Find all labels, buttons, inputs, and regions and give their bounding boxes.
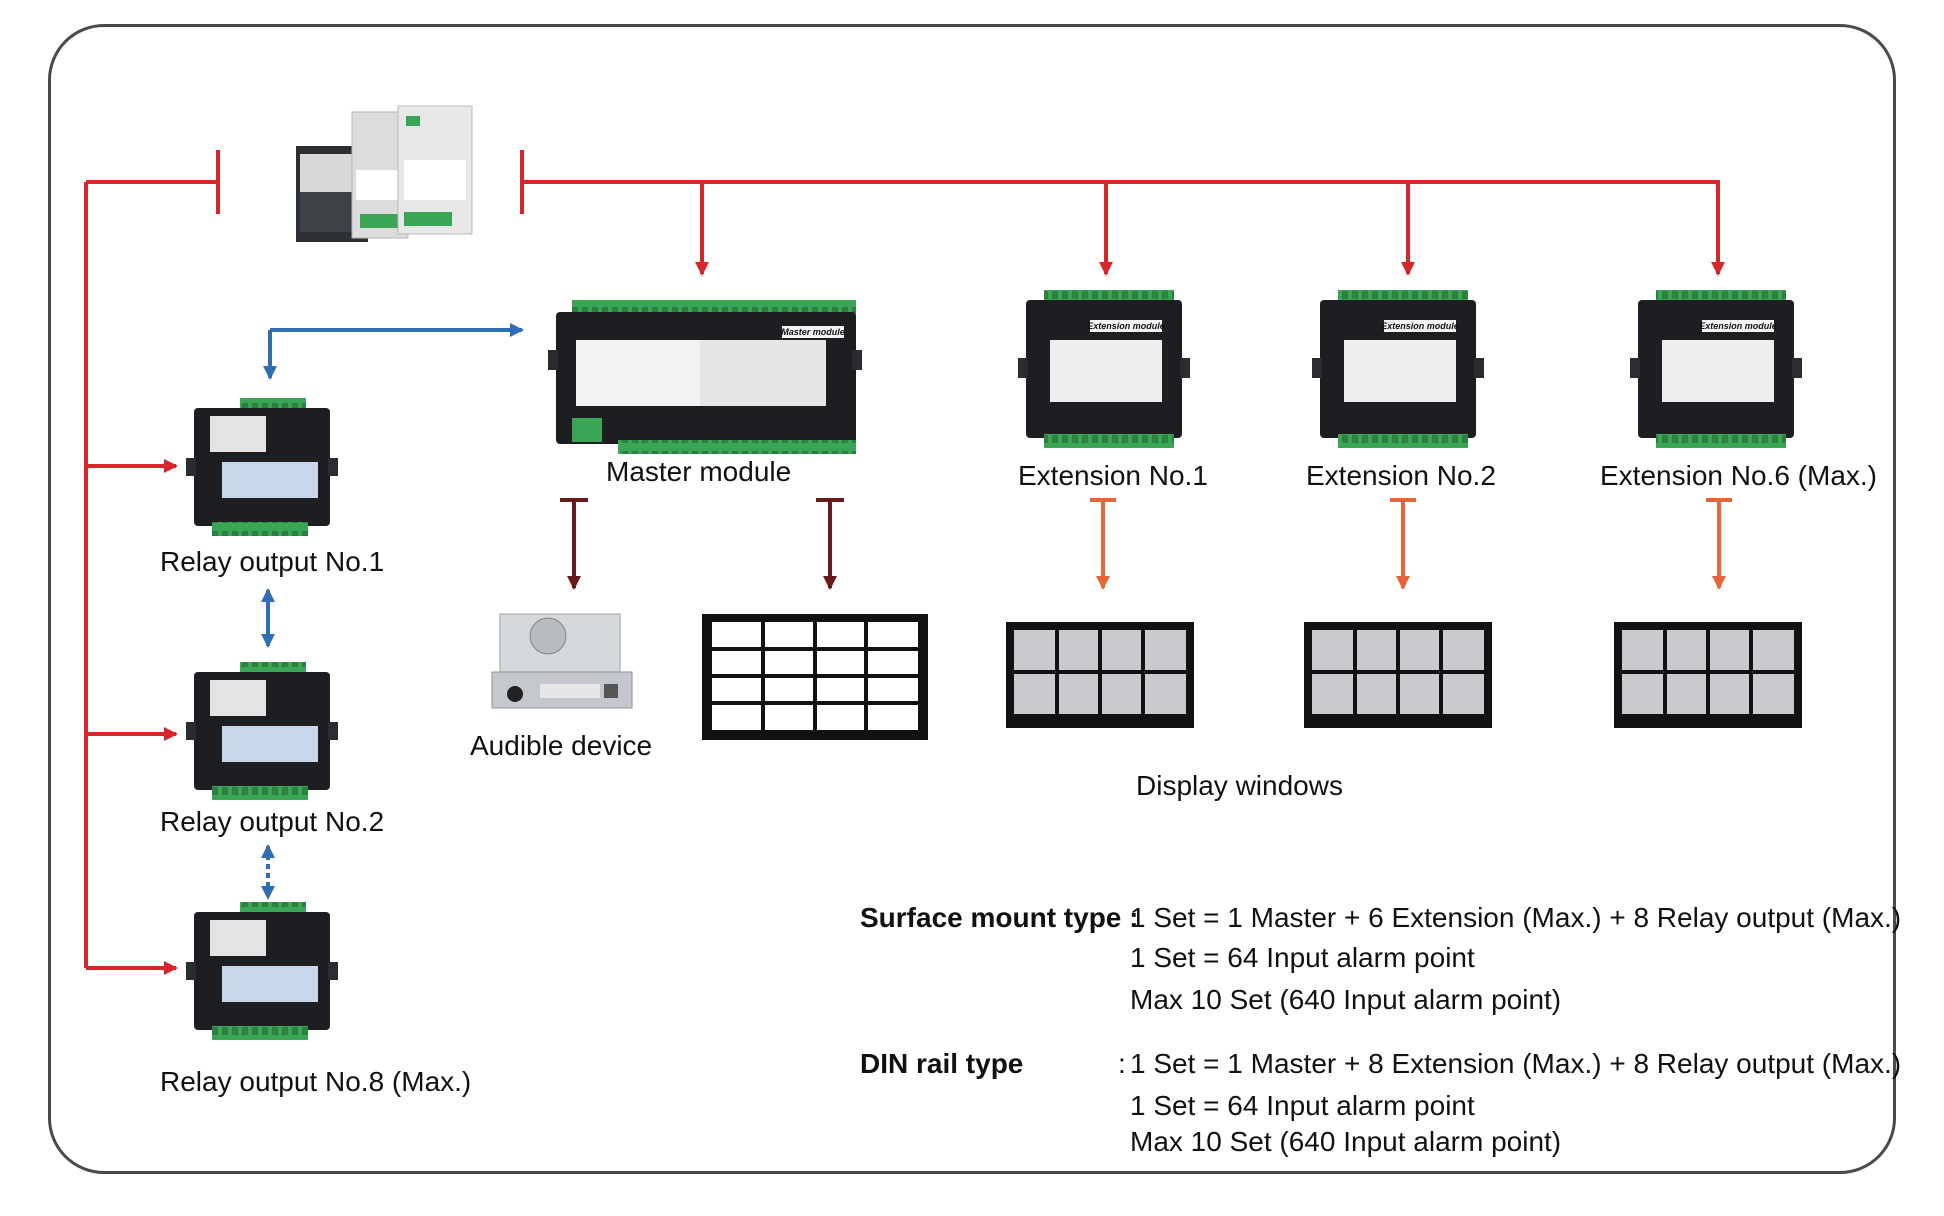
power-supply-units [296, 105, 473, 242]
relay-output-1-label: Relay output No.1 [160, 546, 385, 577]
extension-1-display-window [1006, 622, 1194, 728]
master-output-wiring [560, 498, 844, 590]
extension-output-wiring [1090, 498, 1732, 590]
din-rail-line-1: 1 Set = 1 Master + 8 Extension (Max.) + … [1130, 1048, 1902, 1079]
master-display-window [702, 614, 928, 740]
master-module-label: Master module [606, 456, 792, 487]
extension-2-tag: Extension module [1381, 321, 1459, 331]
master-module-device: Master module [548, 300, 862, 454]
din-rail-title: DIN rail type [860, 1048, 1024, 1079]
extension-6-display-window [1614, 622, 1802, 728]
extension-1-label: Extension No.1 [1018, 460, 1208, 491]
surface-mount-line-1: 1 Set = 1 Master + 6 Extension (Max.) + … [1130, 902, 1902, 933]
extension-module-1-device: Extension module [1018, 290, 1190, 448]
relay-output-8-label: Relay output No.8 (Max.) [160, 1066, 472, 1097]
extension-2-display-window [1304, 622, 1492, 728]
relay-module-1-device [186, 398, 338, 536]
extension-1-tag: Extension module [1087, 321, 1165, 331]
comm-wiring [261, 323, 524, 900]
surface-mount-title: Surface mount type : [860, 902, 1139, 933]
relay-module-2-device [186, 662, 338, 800]
relay-output-2-label: Relay output No.2 [160, 806, 385, 837]
extension-module-2-device: Extension module [1312, 290, 1484, 448]
display-windows-label: Display windows [1136, 770, 1343, 801]
audible-device-label: Audible device [470, 730, 653, 761]
audible-device [491, 613, 633, 709]
master-module-tag: Master module [781, 327, 845, 337]
extension-2-label: Extension No.2 [1306, 460, 1496, 491]
surface-mount-line-2: 1 Set = 64 Input alarm point [1130, 942, 1475, 973]
relay-module-8-device [186, 902, 338, 1040]
extension-module-6-device: Extension module [1630, 290, 1802, 448]
extension-6-label: Extension No.6 (Max.) [1600, 460, 1877, 491]
power-wiring [84, 150, 1725, 975]
extension-6-tag: Extension module [1699, 321, 1777, 331]
diagram-frame [48, 24, 1896, 1174]
din-rail-colon: : [1118, 1048, 1126, 1079]
din-rail-line-2: 1 Set = 64 Input alarm point [1130, 1090, 1475, 1121]
din-rail-line-3: Max 10 Set (640 Input alarm point) [1130, 1126, 1562, 1157]
surface-mount-line-3: Max 10 Set (640 Input alarm point) [1130, 984, 1562, 1015]
